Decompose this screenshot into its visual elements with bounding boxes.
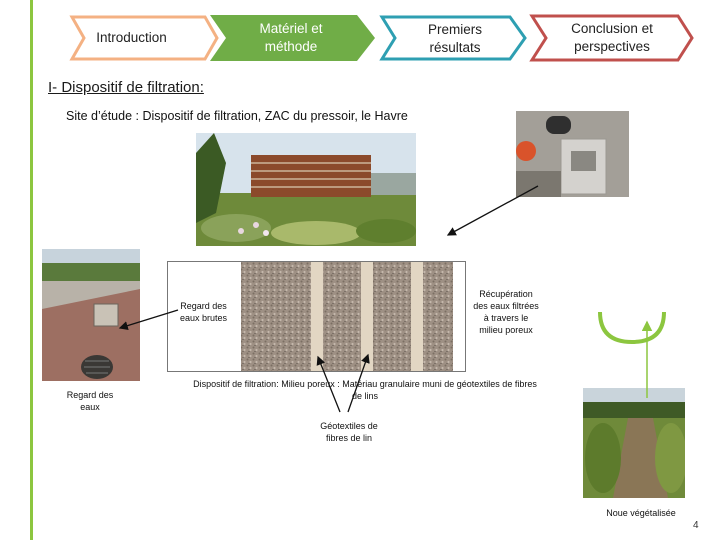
- arrow-geotextile-left: [318, 357, 340, 412]
- arrow-to-outlet: [448, 186, 538, 235]
- arrow-to-regard: [120, 310, 178, 328]
- arrow-geotextile-right: [348, 355, 368, 412]
- page-number: 4: [693, 520, 699, 531]
- recovery-bracket: [600, 312, 664, 342]
